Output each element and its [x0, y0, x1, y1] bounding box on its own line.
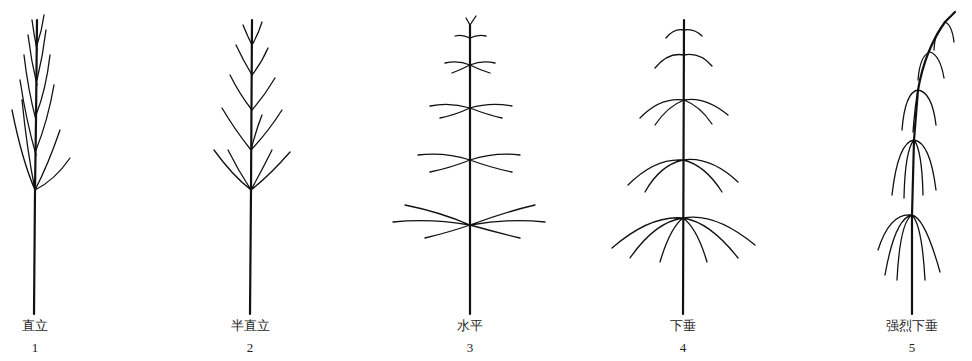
callout-number: 1 [32, 340, 39, 356]
callout-number: 5 [909, 340, 916, 356]
habit-label: 半直立 [231, 318, 270, 334]
semi-upright-tree [214, 20, 290, 314]
callout-number: 3 [467, 340, 474, 356]
drooping-tree [612, 20, 755, 314]
horizontal-tree [393, 16, 545, 314]
strongly-drooping-tree [878, 12, 955, 314]
habit-label: 下垂 [670, 318, 696, 334]
callout-number: 2 [247, 340, 254, 356]
upright-tree [12, 15, 70, 314]
habit-label: 强烈下垂 [886, 318, 938, 334]
habit-label: 水平 [457, 318, 483, 334]
callout-number: 4 [680, 340, 687, 356]
habit-label: 直立 [22, 318, 48, 334]
